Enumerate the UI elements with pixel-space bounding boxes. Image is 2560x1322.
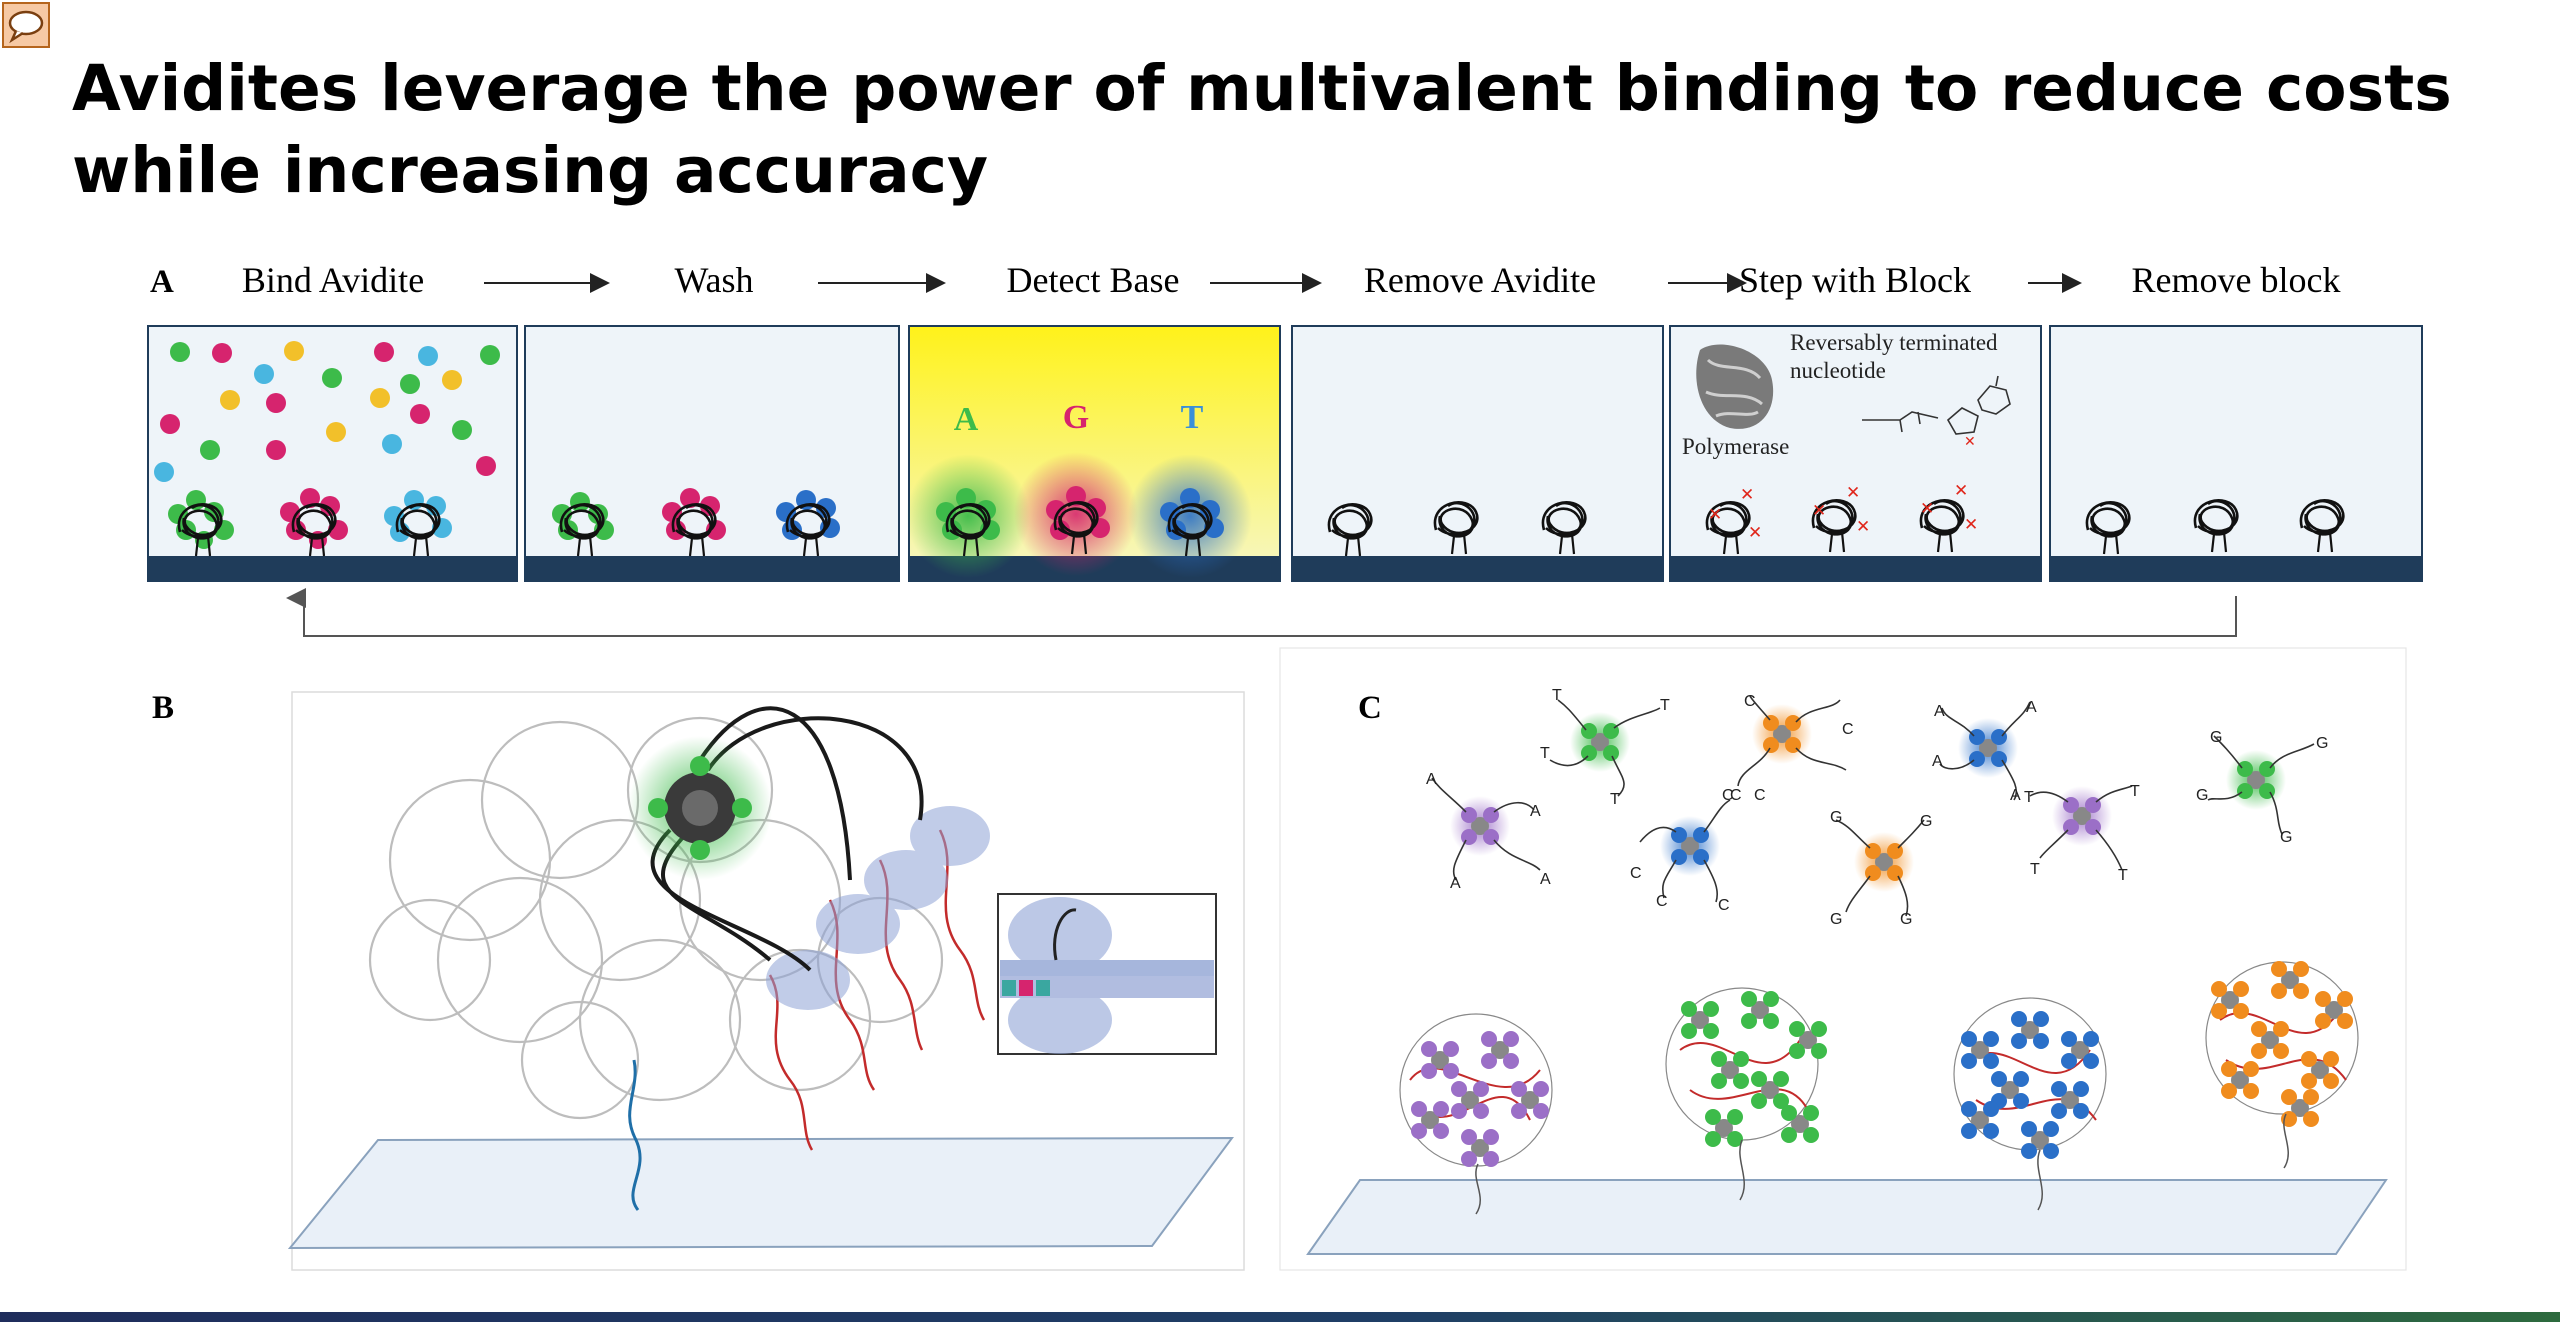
free-avidites-c: T T T T C C C C A A A A G G G G A A A A [1426,687,2328,928]
svg-text:✕: ✕ [1748,523,1762,542]
avidite-label: C [1718,897,1730,914]
step-label-step-with-block: Step with Block [1739,260,1971,300]
step-label-detect-base: Detect Base [1007,260,1180,300]
cluster-orange [2205,961,2359,1127]
avidite-label: A [2010,787,2021,804]
comment-icon[interactable] [2,2,50,48]
panel-a-letter: A [150,264,174,300]
avidite-label: G [1920,813,1932,830]
avidite-label: C [1630,865,1642,882]
polymerase-icon [1696,344,1774,429]
avidite-label: G [2196,787,2208,804]
step-panel-remove-avidite [1291,325,1664,582]
detect-base-g: G [1063,399,1089,436]
detect-base-t: T [1181,399,1204,436]
dna-tether [628,1059,642,1211]
avidite-label: A [1932,753,1943,770]
polymerase-label: Polymerase [1682,434,1789,459]
avidite-label: T [1660,697,1670,714]
block-marks: ✕ ✕ ✕ ✕ ✕ ✕ ✕ ✕ ✕ [1708,481,1978,542]
avidite-label: C [1730,787,1742,804]
svg-text:✕: ✕ [1954,481,1968,500]
detect-base-a: A [954,401,979,438]
cluster-purple [1399,1013,1553,1167]
avidite-label: A [1450,875,1461,892]
avidite-label: T [1610,791,1620,808]
step-panel-step-with-block: ✕ Reversably terminated nucleotide Polym… [1669,325,2042,582]
svg-text:✕: ✕ [1920,499,1934,518]
avidite-label: A [1426,771,1437,788]
step-panel-bind [147,325,518,582]
terminated-label-line1: Reversably terminated [1790,330,1998,355]
avidite-core [628,736,772,880]
free-avidites [154,341,500,482]
avidite-label: G [2316,735,2328,752]
panel-a: A Bind Avidite Wash Detect Base Remove A… [147,260,2423,637]
flowcell-surface [287,1136,1234,1250]
panel-c-letter: C [1358,690,1382,726]
bound-clusters [1399,961,2359,1215]
avidite-label: A [1934,703,1945,720]
panel-b-letter: B [152,690,174,726]
polymerase-blobs [766,806,990,1010]
avidite-label: G [1830,911,1842,928]
avidite-label: T [2130,783,2140,800]
avidite-label: T [1552,687,1562,704]
step-panel-detect: A G T [906,325,1281,582]
avidite-label: C [1744,693,1756,710]
avidite-label: T [2024,789,2034,806]
avidite-label: A [2026,699,2037,716]
step-label-wash: Wash [674,260,753,300]
svg-text:✕: ✕ [1740,485,1754,504]
avidite-label: C [1722,787,1734,804]
avidite-label: C [1842,721,1854,738]
svg-text:✕: ✕ [1812,501,1826,520]
svg-text:✕: ✕ [1846,483,1860,502]
cluster-blue [1953,997,2107,1159]
avidite-label: G [2280,829,2292,846]
svg-text:✕: ✕ [1856,517,1870,536]
step-panel-remove-block [2049,325,2423,582]
terminated-label-line2: nucleotide [1790,358,1886,383]
panel-b: B [152,690,1245,1271]
slide-footer-bar [0,1312,2560,1322]
svg-text:✕: ✕ [1708,505,1722,524]
step-label-remove-avidite: Remove Avidite [1364,260,1596,300]
panel-c: C T T T [1279,647,2407,1271]
block-mark-icon: ✕ [1964,433,1976,449]
avidite-label: T [2030,861,2040,878]
avidite-label: A [1540,871,1551,888]
avidite-label: C [1656,893,1668,910]
step-panel-wash [524,325,900,582]
avidite-label: G [1900,911,1912,928]
svg-text:✕: ✕ [1964,515,1978,534]
avidite-label: G [1830,809,1842,826]
cycle-return-arrow [286,588,2237,637]
nucleotide-structure-icon [1862,375,2011,435]
avidite-label: T [2118,867,2128,884]
step-label-remove-block: Remove block [2132,260,2341,300]
inset-detail [997,893,1217,1055]
avidite-label: T [1540,745,1550,762]
flowcell-surface-c [1306,1179,2388,1255]
avidite-label: C [1754,787,1766,804]
slide-title: Avidites leverage the power of multivale… [72,52,2452,207]
avidite-label: A [1530,803,1541,820]
step-label-bind-avidite: Bind Avidite [242,260,424,300]
avidite-label: G [2210,729,2222,746]
